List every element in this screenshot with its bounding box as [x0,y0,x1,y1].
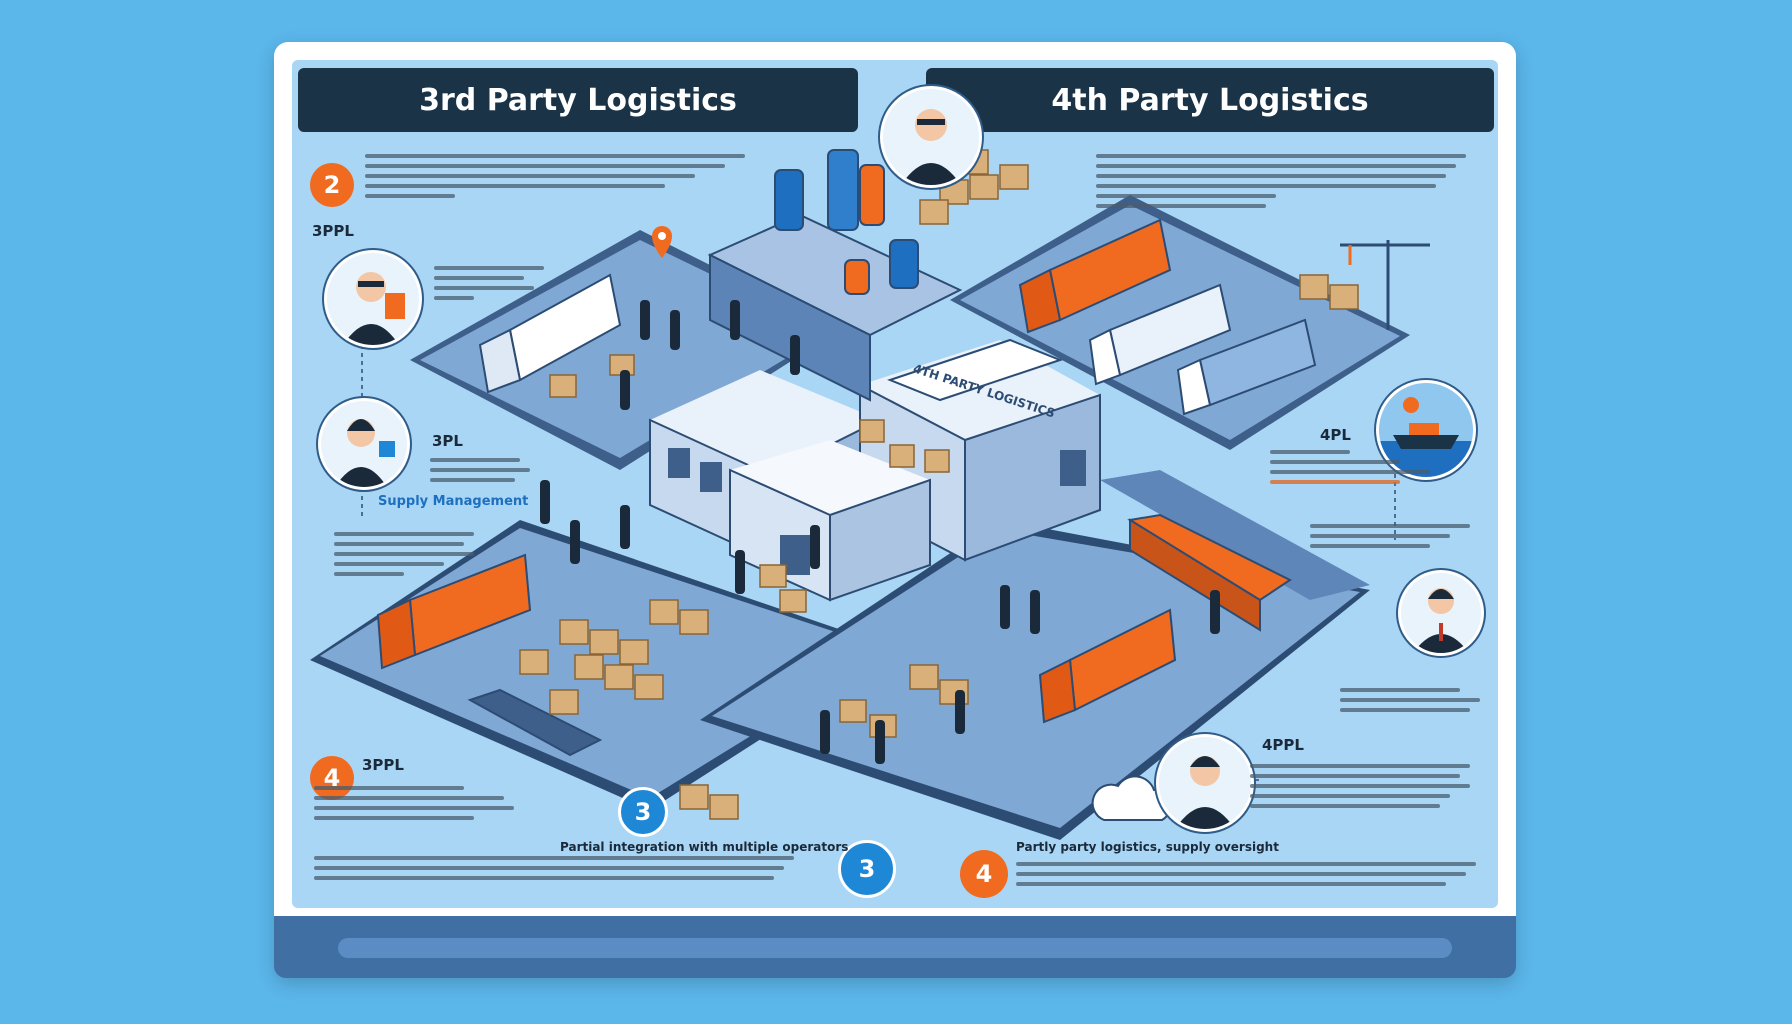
location-pin-icon [652,226,672,258]
text-block-right-2 [1270,450,1440,490]
label-4pl: 4PL [1320,426,1351,444]
label-3ppl-bottom: 3PPL [362,756,404,774]
person-avatar-icon [318,398,410,490]
label-3pl-mid: 3PL [432,432,463,450]
text-block-left-2 [434,266,554,306]
person-avatar-icon [880,86,982,188]
step-badge-2: 2 [310,163,354,207]
step-badge-3-large: 3 [838,840,896,898]
person-avatar-icon [1156,734,1254,832]
step-badge-3-small: 3 [618,787,668,837]
crane-icon [1340,240,1430,330]
truck-icon [1176,318,1317,416]
label-supply-management: Supply Management [378,494,529,509]
barrel-icon [774,149,919,295]
text-block-left-5 [314,786,524,826]
person-avatar-icon [324,250,422,348]
text-block-left-4 [334,532,478,582]
worker-figures [540,300,1220,764]
label-3ppl-top: 3PPL [312,222,354,240]
step-badge-4-right: 4 [960,850,1008,898]
step-badge-4-left: 4 [310,756,354,800]
container-icon [1127,513,1292,632]
person-avatar-icon [1398,570,1484,656]
text-block-left-3 [430,458,530,488]
box-icon [519,149,1359,820]
infographic-base [274,916,1516,978]
header-3rd-party-logistics: 3rd Party Logistics [298,68,858,132]
base-slot [338,938,1452,958]
text-block-top-right [1096,154,1476,214]
warehouse-icon [649,213,1101,602]
text-block-top-left [365,154,755,204]
platform-bottom-right [700,520,1370,840]
text-block-bottom-right [1016,862,1476,892]
label-4ppl-bottom: 4PPL [1262,736,1304,754]
text-block-right-5 [1250,764,1480,814]
truck-icon [376,553,532,670]
truck-icon [1038,608,1177,724]
label-partly-party-logistics: Partly party logistics, supply oversight [1016,840,1279,854]
flatbed-trailer-icon [467,688,603,757]
truck-icon [1018,218,1172,334]
truck-icon [1088,283,1232,386]
text-block-bottom-left [314,856,804,886]
text-block-right-4 [1340,688,1480,718]
text-block-right-3 [1310,524,1480,554]
header-4th-party-logistics: 4th Party Logistics [926,68,1494,132]
truck-icon [478,273,622,394]
label-partial-integration: Partial integration with multiple operat… [560,840,849,854]
platform-right-road [1100,470,1370,600]
